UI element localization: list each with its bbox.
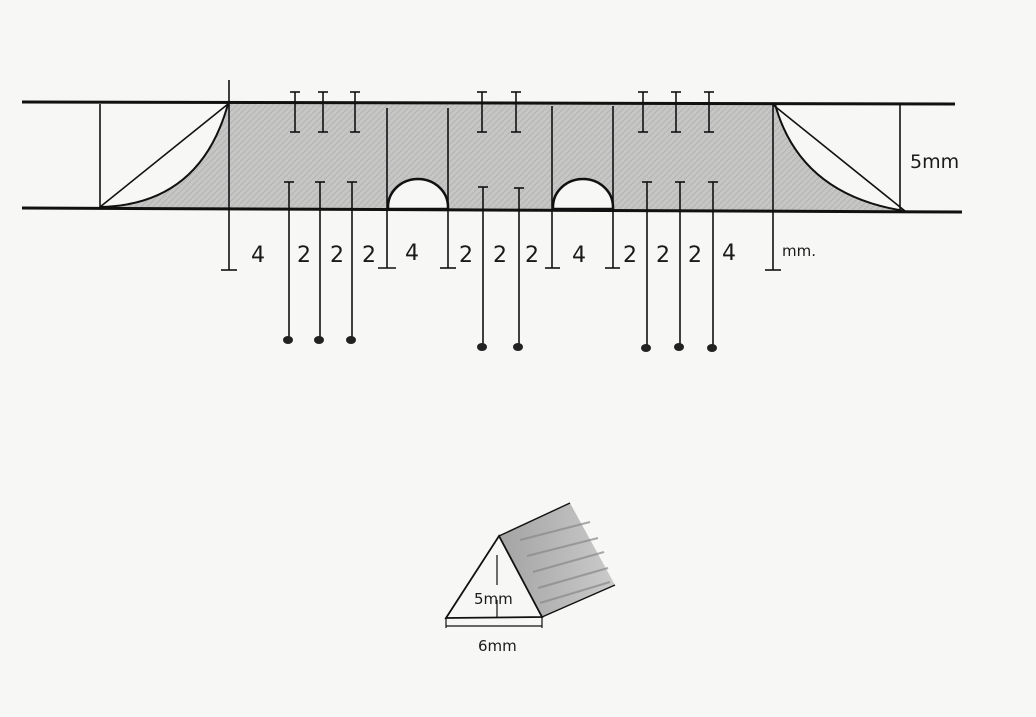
pin: [674, 181, 685, 351]
hole-mark: [477, 91, 487, 133]
pin: [314, 181, 325, 344]
hole-mark: [511, 91, 521, 133]
pin-ball: [477, 343, 487, 351]
top-edge-line: [21, 100, 956, 106]
hole-mark: [671, 91, 681, 133]
prism-height-label: 5mm: [474, 590, 513, 608]
hole-mark: [318, 91, 328, 133]
unit-label: mm.: [782, 242, 816, 260]
shaded-strip: [100, 104, 905, 211]
pin-ball: [346, 336, 356, 344]
left-end-profile: [99, 80, 237, 271]
right-end-profile: [765, 103, 906, 271]
dim-label-11: 2: [656, 243, 670, 268]
cross-section-prism: 5mm 6mm: [444, 502, 616, 655]
pin: [707, 181, 718, 352]
dim-label-13: 4: [722, 241, 736, 266]
dim-label-4: 2: [362, 243, 376, 268]
dim-label-3: 2: [330, 243, 344, 268]
pin: [477, 186, 488, 351]
dim-label-6: 2: [459, 243, 473, 268]
pin-ball: [641, 344, 651, 352]
pin-group: [283, 181, 718, 352]
dim-label-12: 2: [688, 243, 702, 268]
dim-label-8: 2: [525, 243, 539, 268]
pin: [513, 187, 524, 351]
bottom-edge-line: [21, 206, 963, 214]
pin: [283, 181, 294, 344]
dim-label-1: 4: [251, 243, 265, 268]
pin: [641, 181, 652, 352]
dim-label-2: 2: [297, 243, 311, 268]
dim-label-7: 2: [493, 243, 507, 268]
pin: [346, 181, 357, 344]
dim-label-9: 4: [572, 243, 586, 268]
dim-label-5: 4: [405, 241, 419, 266]
hole-mark: [350, 91, 360, 133]
pin-ball: [513, 343, 523, 351]
pin-ball: [674, 343, 684, 351]
pin-ball: [283, 336, 293, 344]
dimension-labels: 4 2 2 2 4 2 2 2 4 2 2 2 4 mm. 5mm: [251, 151, 959, 268]
height-label: 5mm: [910, 151, 959, 173]
divider-lines: [378, 106, 620, 269]
top-hole-marks: [290, 91, 714, 133]
dim-label-10: 2: [623, 243, 637, 268]
pin-ball: [707, 344, 717, 352]
hole-mark: [638, 91, 648, 133]
hole-mark: [290, 91, 300, 133]
prism-base-label: 6mm: [478, 637, 517, 655]
pin-ball: [314, 336, 324, 344]
hole-mark: [704, 91, 714, 133]
